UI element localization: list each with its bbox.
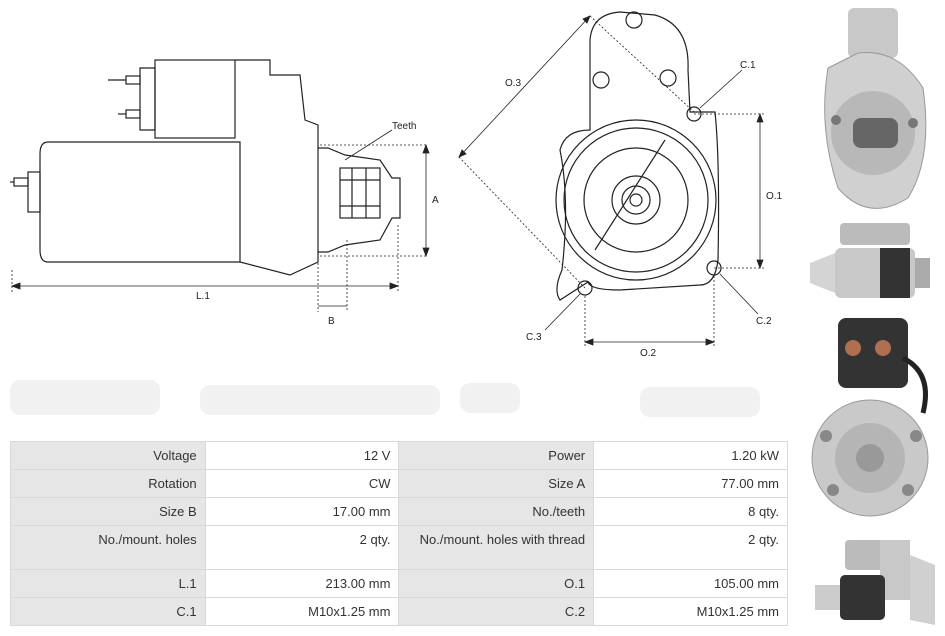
- spec-value: 2 qty.: [204, 525, 400, 570]
- spec-label: C.1: [10, 597, 206, 626]
- spec-value: 8 qty.: [593, 497, 788, 526]
- label-o1: O.1: [766, 191, 783, 202]
- spec-label: Size A: [398, 469, 595, 498]
- label-teeth: Teeth: [392, 121, 416, 132]
- spec-value: 12 V: [204, 441, 400, 470]
- label-c2: C.2: [756, 316, 772, 327]
- spec-label: Voltage: [10, 441, 206, 470]
- label-o2: O.2: [640, 348, 657, 359]
- spec-label: Size B: [10, 497, 206, 526]
- spec-label: No./mount. holes: [10, 525, 206, 570]
- photo-side-bottom: [815, 540, 935, 625]
- front-dimensions: [458, 15, 765, 346]
- spec-value: 105.00 mm: [593, 569, 788, 598]
- label-c3: C.3: [526, 332, 542, 343]
- spec-label: O.1: [398, 569, 595, 598]
- product-photos: [800, 0, 945, 636]
- side-view: [10, 59, 401, 276]
- label-l1: L.1: [196, 291, 210, 302]
- spec-value: 1.20 kW: [593, 441, 788, 470]
- label-a: A: [432, 195, 439, 206]
- spec-value: 2 qty.: [593, 525, 788, 570]
- spec-value: CW: [204, 469, 400, 498]
- spec-label: L.1: [10, 569, 206, 598]
- label-o3: O.3: [505, 78, 522, 89]
- front-view: [555, 11, 722, 301]
- photo-rear-view: [811, 318, 929, 517]
- photo-front-flange: [824, 8, 927, 209]
- spec-label: No./teeth: [398, 497, 595, 526]
- label-b: B: [328, 316, 335, 327]
- front-dim-solid: [458, 15, 764, 346]
- label-c1: C.1: [740, 60, 756, 71]
- spec-label: Power: [398, 441, 595, 470]
- side-dimensions: [10, 129, 430, 312]
- spec-label: C.2: [398, 597, 595, 626]
- spec-label: No./mount. holes with thread: [398, 525, 595, 570]
- spec-label: Rotation: [10, 469, 206, 498]
- technical-drawing: Teeth A B L.1: [10, 11, 783, 359]
- blurred-watermark-strip: [10, 380, 760, 417]
- spec-value: 17.00 mm: [204, 497, 400, 526]
- spec-value: 77.00 mm: [593, 469, 788, 498]
- spec-value: 213.00 mm: [204, 569, 400, 598]
- spec-value: M10x1.25 mm: [593, 597, 788, 626]
- photo-side-small: [810, 223, 930, 298]
- spec-value: M10x1.25 mm: [204, 597, 400, 626]
